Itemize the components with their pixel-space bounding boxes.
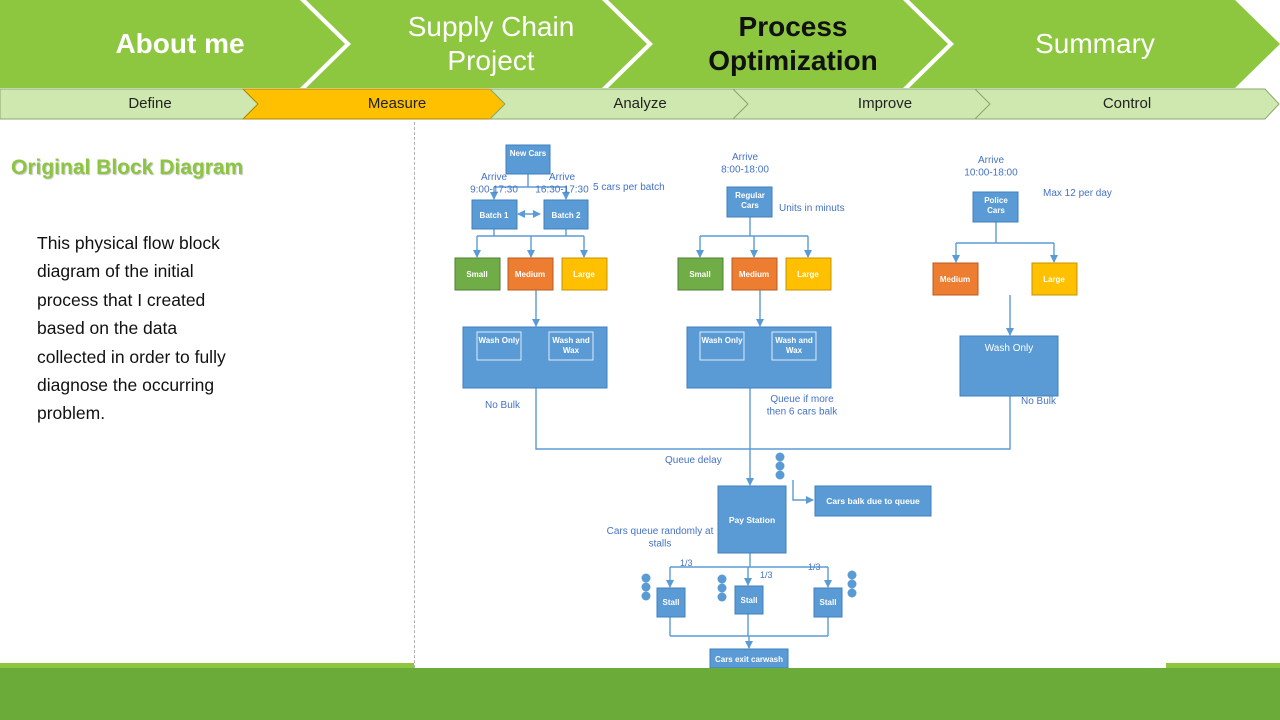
pay-station-box: Pay Station (717, 485, 787, 554)
queue-dots (641, 452, 857, 602)
svg-text:Large: Large (573, 270, 595, 279)
fraction-left: 1/3 (680, 558, 693, 568)
phase-label-improve: Improve (857, 94, 913, 112)
medium-box-regular: Medium (731, 257, 778, 291)
diagram-label-line: then 6 cars balk (767, 407, 839, 418)
batch-2-box: Batch 2 (543, 199, 589, 230)
diagram-label-line: Cars (987, 206, 1005, 215)
section-title: Original Block Diagram (11, 156, 244, 179)
svg-text:Batch 1: Batch 1 (480, 211, 509, 220)
svg-text:Medium: Medium (515, 270, 545, 279)
svg-text:Wash Only: Wash Only (478, 336, 520, 345)
wash-unit-police: Wash Only (959, 335, 1059, 397)
nav-label-summary: Summary (1035, 28, 1155, 59)
small-box-new: Small (454, 257, 501, 291)
svg-text:Cars exit carwash: Cars exit carwash (715, 655, 783, 664)
svg-text:Stall: Stall (741, 596, 758, 605)
svg-text:Pay Station: Pay Station (729, 515, 775, 525)
phase-control[interactable] (973, 88, 1280, 120)
svg-text:Wash Only: Wash Only (701, 336, 743, 345)
nav-tab-about-me[interactable] (0, 0, 345, 88)
svg-text:Small: Small (466, 270, 487, 279)
stall-box-left: Stall (656, 587, 686, 618)
svg-text:Stall: Stall (820, 598, 837, 607)
svg-text:Small: Small (689, 270, 710, 279)
large-box-new: Large (561, 257, 608, 291)
diagram-label-line: 9:00-17:30 (470, 185, 518, 196)
phase-label-measure: Measure (367, 94, 427, 112)
svg-text:Medium: Medium (940, 275, 970, 284)
queue-delay-label: Queue delay (665, 455, 722, 466)
svg-text:Large: Large (797, 270, 819, 279)
batch-1-box: Batch 1 (471, 199, 518, 230)
phase-nav (0, 88, 1280, 120)
fraction-right: 1/3 (808, 562, 821, 572)
phase-label-analyze: Analyze (613, 94, 667, 112)
bottom-band (0, 663, 1280, 720)
stall-box-center: Stall (734, 585, 764, 615)
nav-label-about-me: About me (115, 28, 245, 59)
diagram-label-line: 8:00-18:00 (721, 165, 769, 176)
diagram-label-line: 16:30-17:30 (535, 185, 589, 196)
svg-text:Batch 2: Batch 2 (552, 211, 581, 220)
nav-tab-summary[interactable] (909, 0, 1280, 88)
large-box-police: Large (1031, 262, 1078, 296)
diagram-label-line: stalls (649, 539, 672, 550)
batch-note: 5 cars per batch (593, 182, 665, 193)
nav-tab-process-optimization[interactable] (608, 0, 948, 88)
svg-text:Cars balk due to queue: Cars balk due to queue (826, 496, 920, 506)
diagram-label-line: 10:00-18:00 (964, 168, 1018, 179)
nav-tab-supply-chain[interactable] (306, 0, 647, 88)
nav-label-process-optimization: Process Optimization (708, 11, 878, 76)
units-note: Units in minuts (779, 203, 845, 214)
cars-balk-box: Cars balk due to queue (814, 485, 932, 517)
max-note: Max 12 per day (1043, 188, 1112, 199)
diagram-label-line: Cars (741, 201, 759, 210)
nav-label-supply-chain: Supply Chain Project (407, 11, 575, 76)
svg-text:New Cars: New Cars (510, 149, 547, 158)
phase-label-control: Control (1102, 94, 1152, 112)
diagram-label-line: Wax (563, 346, 580, 355)
stall-box-right: Stall (813, 587, 843, 618)
diagram-label-line: Wax (786, 346, 803, 355)
small-box-regular: Small (677, 257, 724, 291)
svg-text:Wash Only: Wash Only (985, 343, 1034, 354)
new-cars-box: New Cars (505, 144, 551, 175)
fraction-center: 1/3 (760, 570, 773, 580)
no-bulk-label-left: No Bulk (485, 400, 521, 411)
svg-text:Large: Large (1043, 275, 1065, 284)
svg-text:Medium: Medium (739, 270, 769, 279)
connectors (473, 174, 1058, 649)
medium-box-police: Medium (932, 262, 979, 296)
medium-box-new: Medium (507, 257, 554, 291)
top-nav (0, 0, 1280, 88)
description-text: This physical flow block diagram of the … (37, 233, 226, 424)
no-bulk-label-right: No Bulk (1021, 396, 1057, 407)
svg-text:Stall: Stall (663, 598, 680, 607)
content-divider (414, 122, 415, 668)
phase-label-define: Define (128, 94, 172, 112)
large-box-regular: Large (785, 257, 832, 291)
